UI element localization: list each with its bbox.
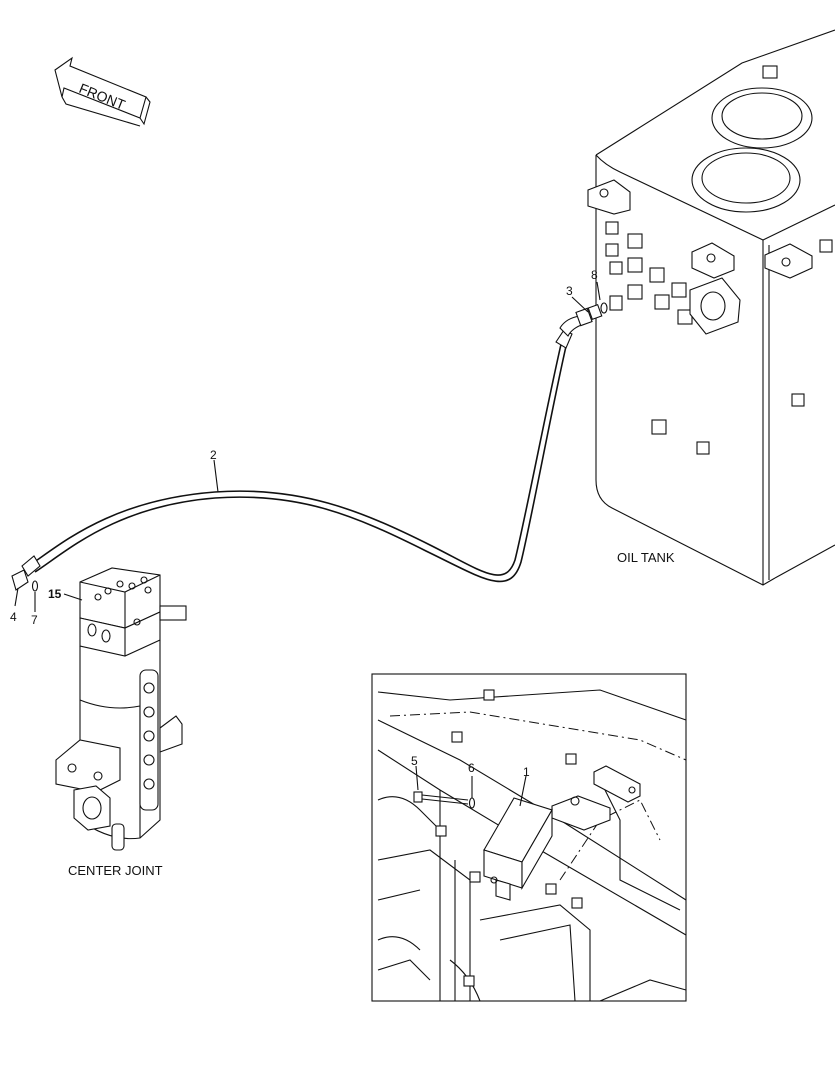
callout-3: 3	[566, 284, 573, 298]
tank-fittings	[605, 221, 833, 455]
hose	[11, 307, 593, 591]
center-joint	[55, 567, 187, 851]
washer	[468, 797, 476, 809]
center-joint-label: CENTER JOINT	[68, 863, 163, 878]
leader-lines	[14, 281, 601, 807]
callout-15: 15	[48, 587, 62, 601]
fitting-4-7	[31, 580, 39, 592]
callout-2: 2	[210, 448, 217, 462]
tank-flange	[689, 277, 741, 335]
oil-tank-label: OIL TANK	[617, 550, 675, 565]
callout-4: 4	[10, 610, 17, 624]
oil-tank	[587, 29, 835, 586]
relay-box	[483, 797, 553, 901]
callout-numbers: 1 2 3 4 5 6 7 8 15	[10, 268, 598, 779]
fitting-8	[609, 295, 623, 311]
callout-8: 8	[591, 268, 598, 282]
fitting-3	[587, 302, 608, 321]
callout-6: 6	[468, 761, 475, 775]
front-arrow: FRONT	[54, 56, 151, 127]
bolt	[413, 791, 469, 805]
callout-7: 7	[31, 613, 38, 627]
inset-detail	[371, 673, 687, 1002]
callout-1: 1	[523, 765, 530, 779]
callout-5: 5	[411, 754, 418, 768]
